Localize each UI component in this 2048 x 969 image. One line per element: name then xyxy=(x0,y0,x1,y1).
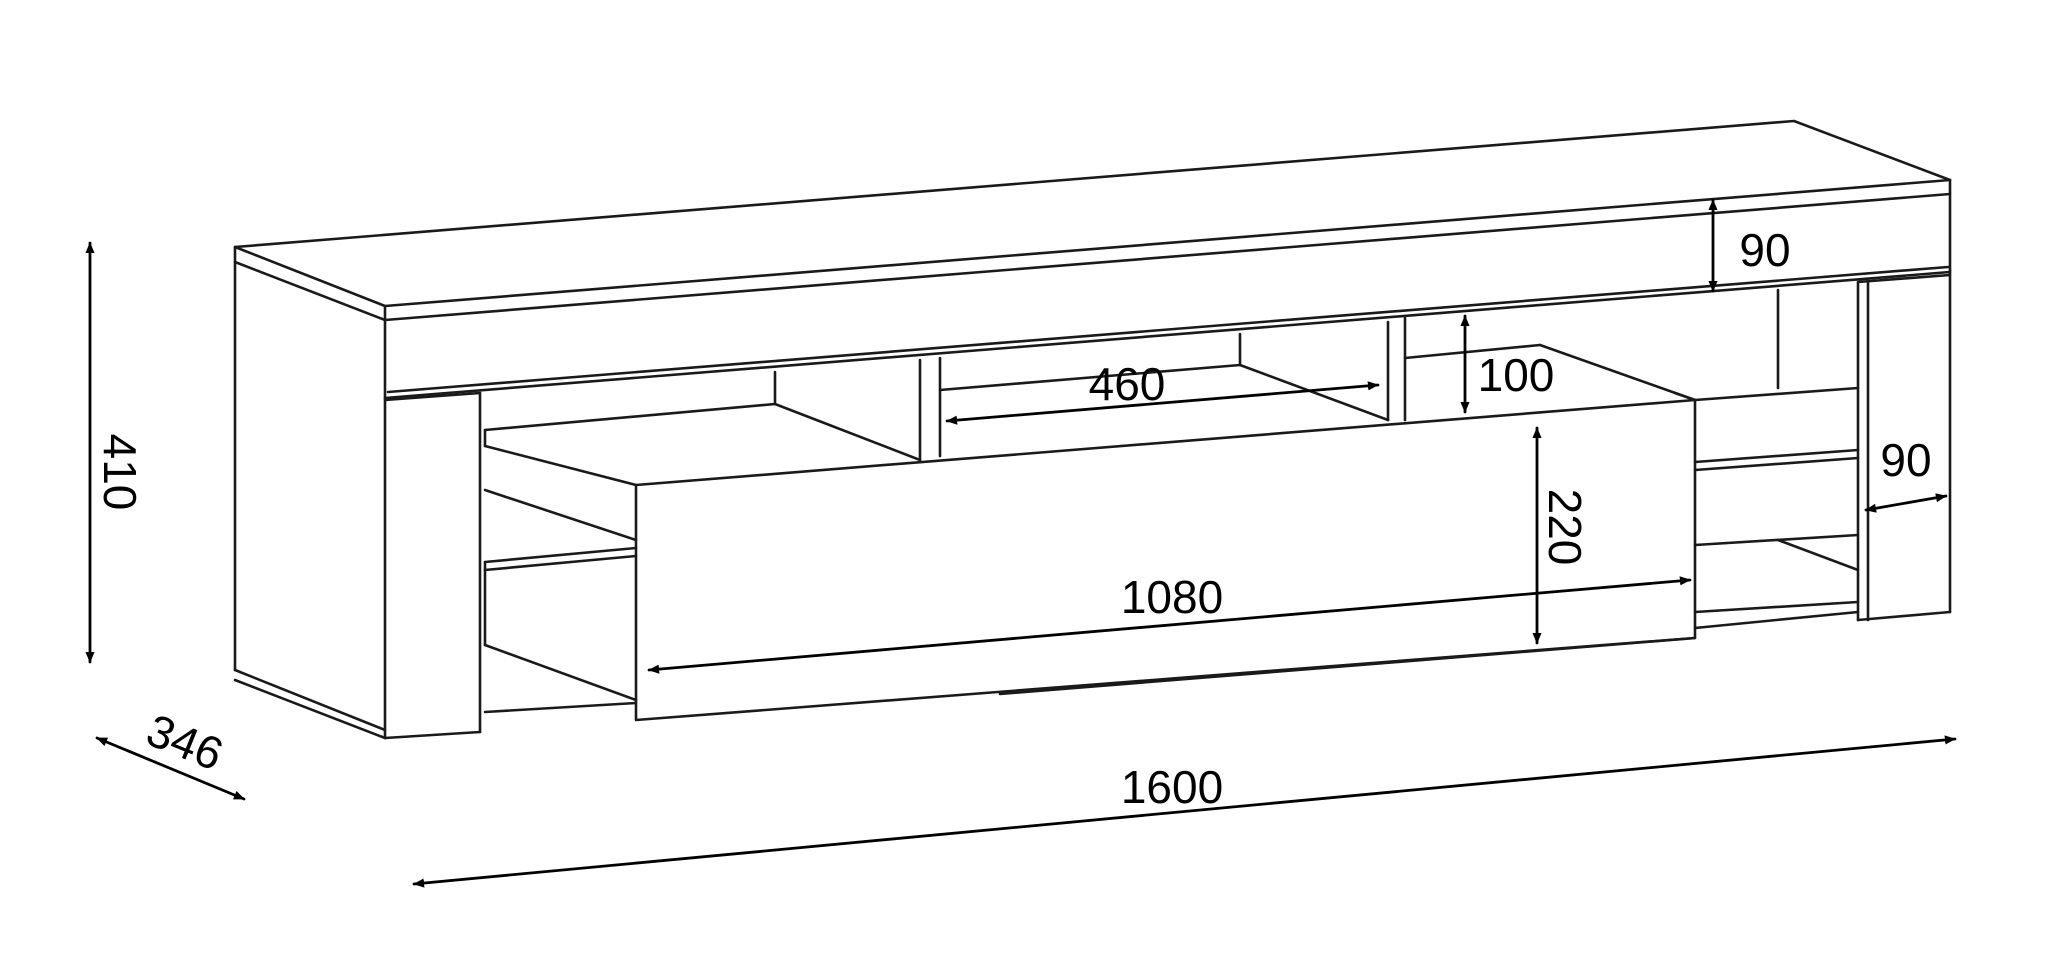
left-shelf-compartment xyxy=(483,370,922,714)
drawer-width-1080-arrow xyxy=(647,576,1692,674)
shelf-gap-100-label: 100 xyxy=(1478,349,1555,401)
shelf-width-460-label: 460 xyxy=(1089,358,1166,410)
left-side-panel xyxy=(233,245,387,740)
drawer-height-220-label: 220 xyxy=(1539,489,1591,566)
dimension-labels: 410 346 1600 90 100 460 220 1080 90 xyxy=(94,224,1932,813)
width-1600-label: 1600 xyxy=(1121,761,1223,813)
dimension-lines xyxy=(85,198,1957,888)
right-shelf-compartment xyxy=(1693,288,1860,630)
top-slab xyxy=(233,119,1952,400)
top-panel-90-label: 90 xyxy=(1739,224,1790,276)
left-front-post xyxy=(383,391,482,740)
side-panel-90-arrow xyxy=(1864,493,1948,513)
right-end-panel xyxy=(1856,268,1952,622)
drawer-width-1080-label: 1080 xyxy=(1121,571,1223,623)
shelf-width-460-arrow xyxy=(945,381,1380,425)
depth-346-label: 346 xyxy=(140,704,231,781)
depth-346-arrow xyxy=(95,736,246,801)
width-1600-arrow xyxy=(412,735,1957,888)
height-410-label: 410 xyxy=(94,434,146,511)
cabinet-outline xyxy=(233,119,1952,740)
side-panel-90-label: 90 xyxy=(1880,434,1931,486)
upper-compartments xyxy=(918,316,1697,462)
